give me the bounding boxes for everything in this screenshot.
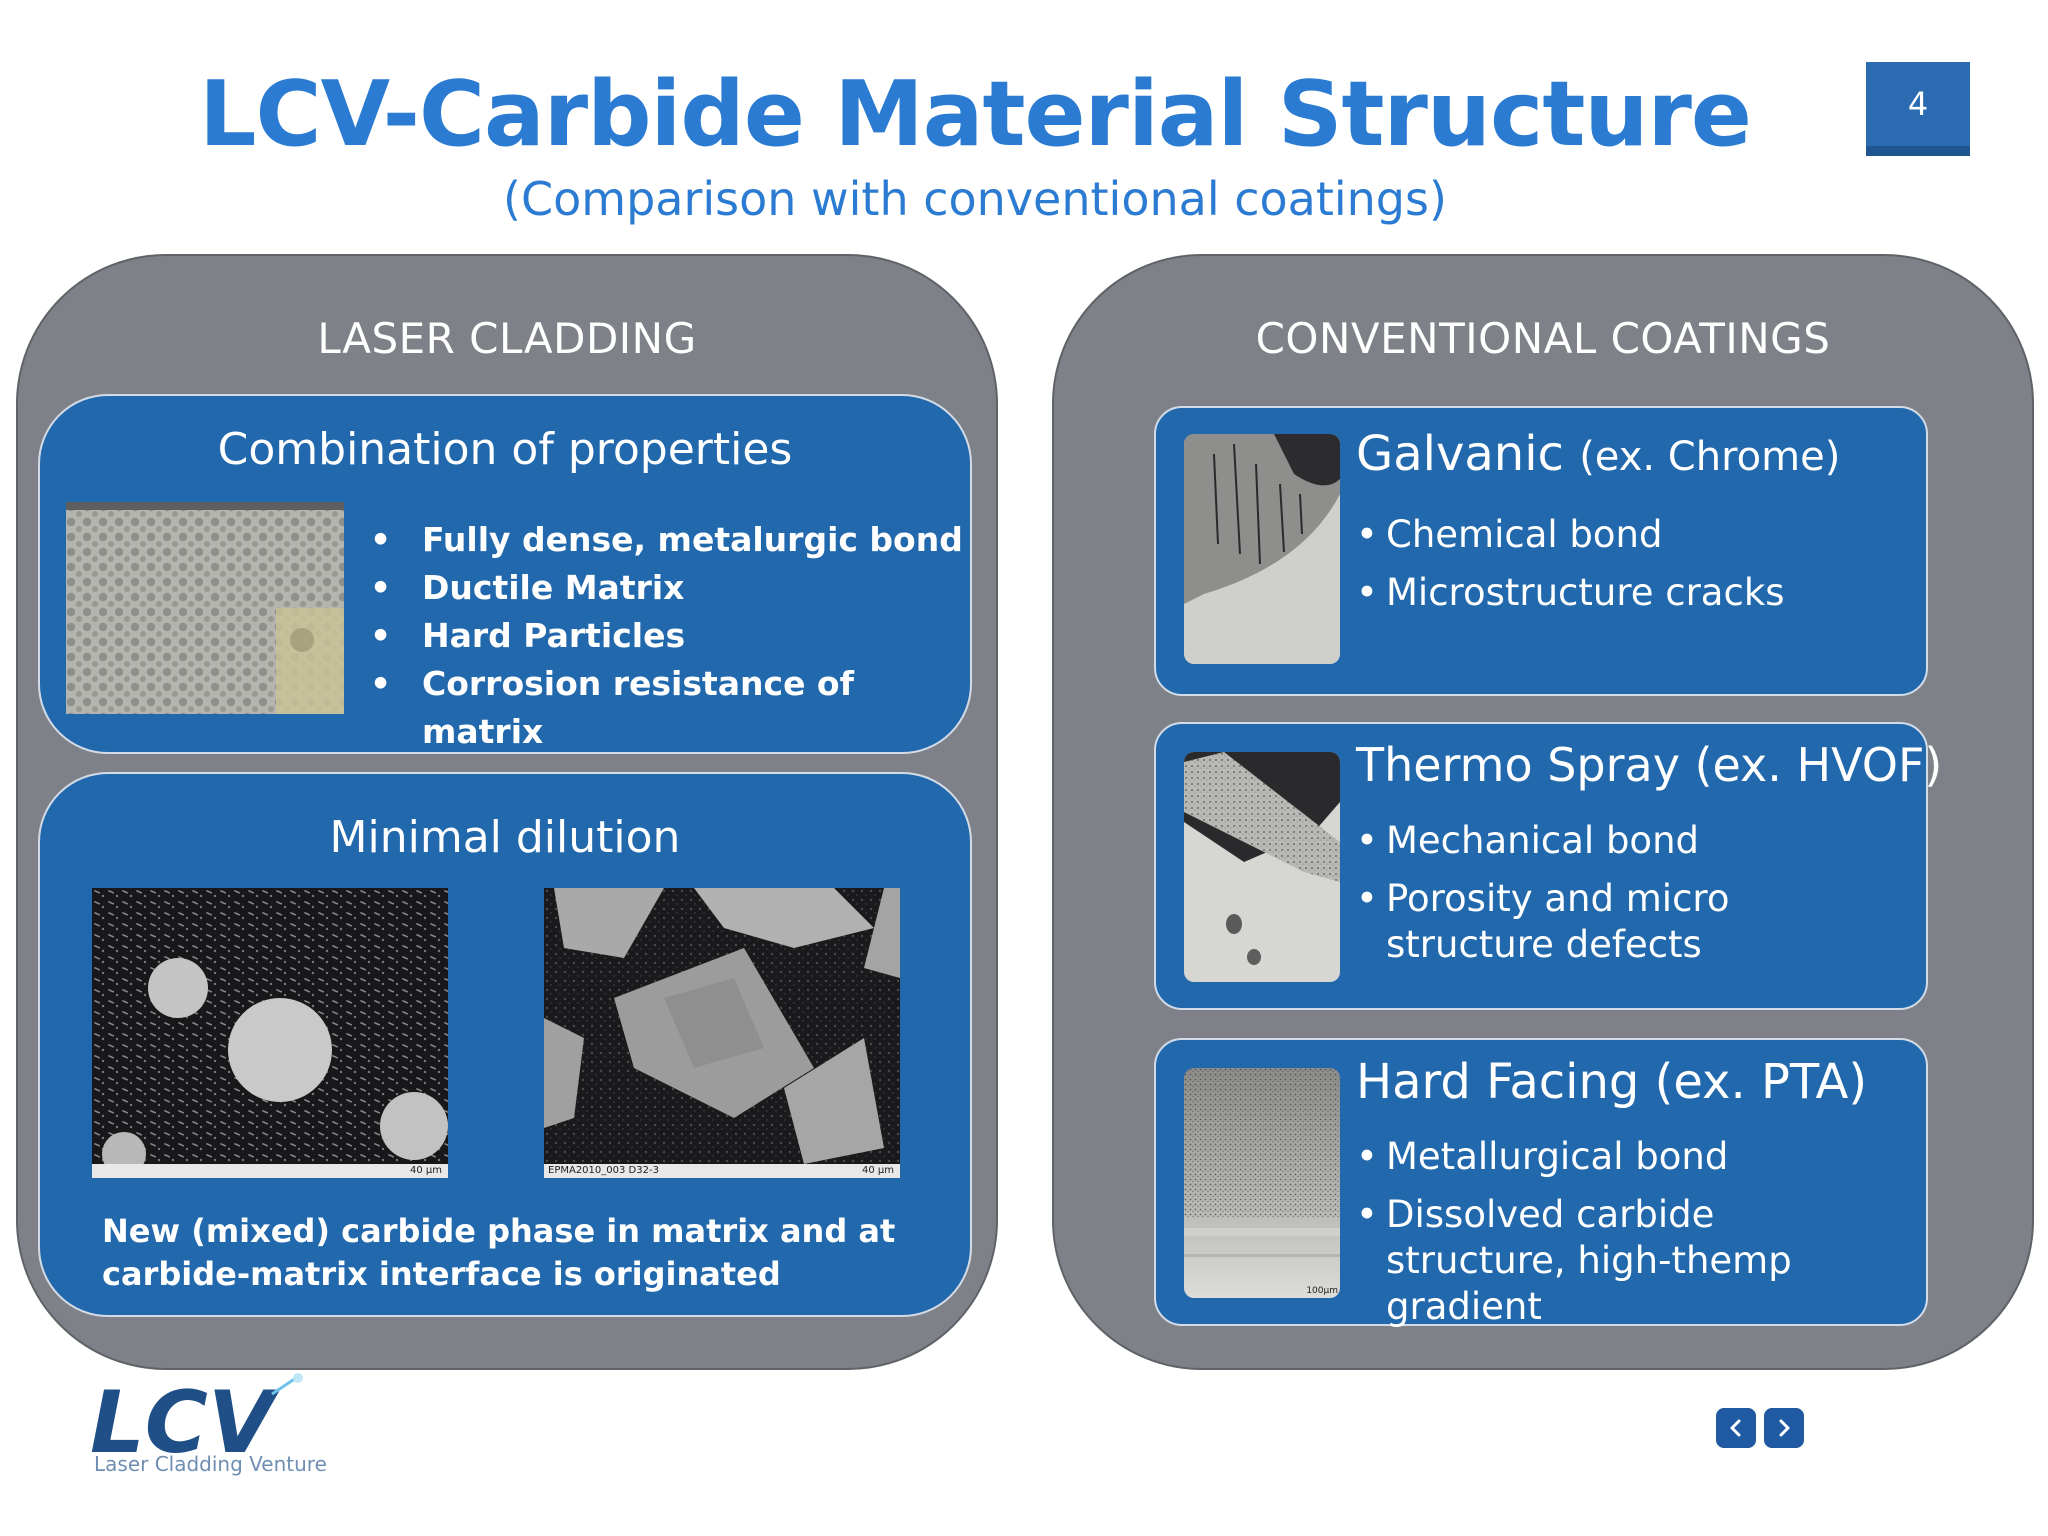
scale-label: 100µm xyxy=(1306,1286,1338,1296)
galvanic-title-main: Galvanic xyxy=(1356,426,1564,482)
dilution-micrograph-1: 40 µm xyxy=(92,888,448,1178)
conventional-coatings-header: CONVENTIONAL COATINGS xyxy=(1255,314,1831,363)
list-item-text: Porosity and micro structure defects xyxy=(1386,877,1730,966)
bullet: • xyxy=(1356,877,1378,920)
hard-facing-list: •Metallurgical bond •Dissolved carbide s… xyxy=(1356,1134,1896,1342)
galvanic-list: •Chemical bond •Microstructure cracks xyxy=(1356,512,1785,628)
chevron-right-icon xyxy=(1779,1419,1790,1437)
dilution-micrograph-1-image xyxy=(92,888,448,1178)
list-item: •Microstructure cracks xyxy=(1356,570,1785,616)
list-item: • Ductile Matrix xyxy=(370,564,970,612)
next-slide-button[interactable] xyxy=(1764,1408,1804,1448)
bullet: • xyxy=(370,616,392,655)
list-item: •Porosity and micro structure defects xyxy=(1356,876,1896,968)
list-item-text: Fully dense, metalurgic bond xyxy=(422,520,963,559)
list-item: •Chemical bond xyxy=(1356,512,1785,558)
bullet: • xyxy=(370,520,392,559)
galvanic-title-suffix: (ex. Chrome) xyxy=(1579,434,1841,480)
bullet: • xyxy=(1356,513,1378,556)
galvanic-box: Galvanic (ex. Chrome) •Chemical bond •Mi… xyxy=(1154,406,1928,696)
image-id-label: EPMA2010_003 D32-3 xyxy=(548,1165,659,1176)
slide-title: LCV-Carbide Material Structure xyxy=(199,62,1752,167)
properties-micrograph xyxy=(66,502,344,714)
properties-box: Combination of properties • Fully dense, … xyxy=(38,394,972,754)
list-item-text: Microstructure cracks xyxy=(1386,571,1785,614)
hard-facing-micrograph: 100µm xyxy=(1184,1068,1340,1298)
bullet: • xyxy=(1356,819,1378,862)
dilution-micrograph-2-image xyxy=(544,888,900,1178)
hard-facing-box: 100µm Hard Facing (ex. PTA) •Metallurgic… xyxy=(1154,1038,1928,1328)
dilution-title: Minimal dilution xyxy=(329,812,681,863)
caption-line: New (mixed) carbide phase in matrix and … xyxy=(102,1212,896,1250)
galvanic-micrograph-image xyxy=(1184,434,1340,664)
bullet: • xyxy=(1356,1135,1378,1178)
list-item: •Mechanical bond xyxy=(1356,818,1896,864)
slide-subtitle: (Comparison with conventional coatings) xyxy=(503,172,1447,226)
previous-slide-button[interactable] xyxy=(1716,1408,1756,1448)
list-item-text: Chemical bond xyxy=(1386,513,1663,556)
thermo-spray-title: Thermo Spray (ex. HVOF) xyxy=(1356,738,1943,792)
page-number: 4 xyxy=(1866,62,1970,156)
scale-label: 40 µm xyxy=(409,1165,442,1176)
list-item-text: Dissolved carbide structure, high-themp … xyxy=(1386,1193,1792,1328)
properties-title: Combination of properties xyxy=(217,424,793,475)
laser-cladding-header: LASER CLADDING xyxy=(317,314,697,363)
list-item-text: Corrosion resistance of matrix xyxy=(422,664,854,751)
caption-line: carbide-matrix interface is originated xyxy=(102,1255,781,1293)
list-item: • Hard Particles xyxy=(370,612,970,660)
dilution-box: Minimal dilution 40 µm xyxy=(38,772,972,1317)
bullet: • xyxy=(1356,1193,1378,1236)
thermo-spray-micrograph xyxy=(1184,752,1340,982)
dilution-caption: New (mixed) carbide phase in matrix and … xyxy=(102,1210,922,1296)
bullet: • xyxy=(1356,571,1378,614)
hard-facing-title: Hard Facing (ex. PTA) xyxy=(1356,1054,1868,1110)
list-item-text: Ductile Matrix xyxy=(422,568,685,607)
properties-list: • Fully dense, metalurgic bond • Ductile M… xyxy=(370,516,970,751)
galvanic-micrograph xyxy=(1184,434,1340,664)
hard-facing-micrograph-image xyxy=(1184,1068,1340,1298)
list-item-text: Metallurgical bond xyxy=(1386,1135,1729,1178)
list-item: • Fully dense, metalurgic bond xyxy=(370,516,970,564)
list-item: •Dissolved carbide structure, high-themp… xyxy=(1356,1192,1896,1330)
dilution-micrograph-2: EPMA2010_003 D32-3 40 µm xyxy=(544,888,900,1178)
bullet: • xyxy=(370,568,392,607)
lcv-logo-mark: LCV xyxy=(90,1373,303,1473)
list-item: •Metallurgical bond xyxy=(1356,1134,1896,1180)
chevron-left-icon xyxy=(1730,1419,1741,1437)
list-item-text: Hard Particles xyxy=(422,616,686,655)
logo-caption: Laser Cladding Venture xyxy=(94,1452,327,1476)
scale-label: 40 µm xyxy=(861,1165,894,1176)
properties-micrograph-image xyxy=(66,502,344,714)
list-item-text: Mechanical bond xyxy=(1386,819,1700,862)
bullet: • xyxy=(370,664,392,703)
lcv-wordmark: LCV xyxy=(90,1373,281,1473)
thermo-spray-micrograph-image xyxy=(1184,752,1340,982)
galvanic-title: Galvanic (ex. Chrome) xyxy=(1356,426,1840,482)
lcv-logo: LCV xyxy=(90,1370,330,1480)
thermo-spray-box: Thermo Spray (ex. HVOF) •Mechanical bond… xyxy=(1154,722,1942,1010)
list-item: • Corrosion resistance of matrix xyxy=(370,660,970,751)
thermo-spray-list: •Mechanical bond •Porosity and micro str… xyxy=(1356,818,1896,980)
